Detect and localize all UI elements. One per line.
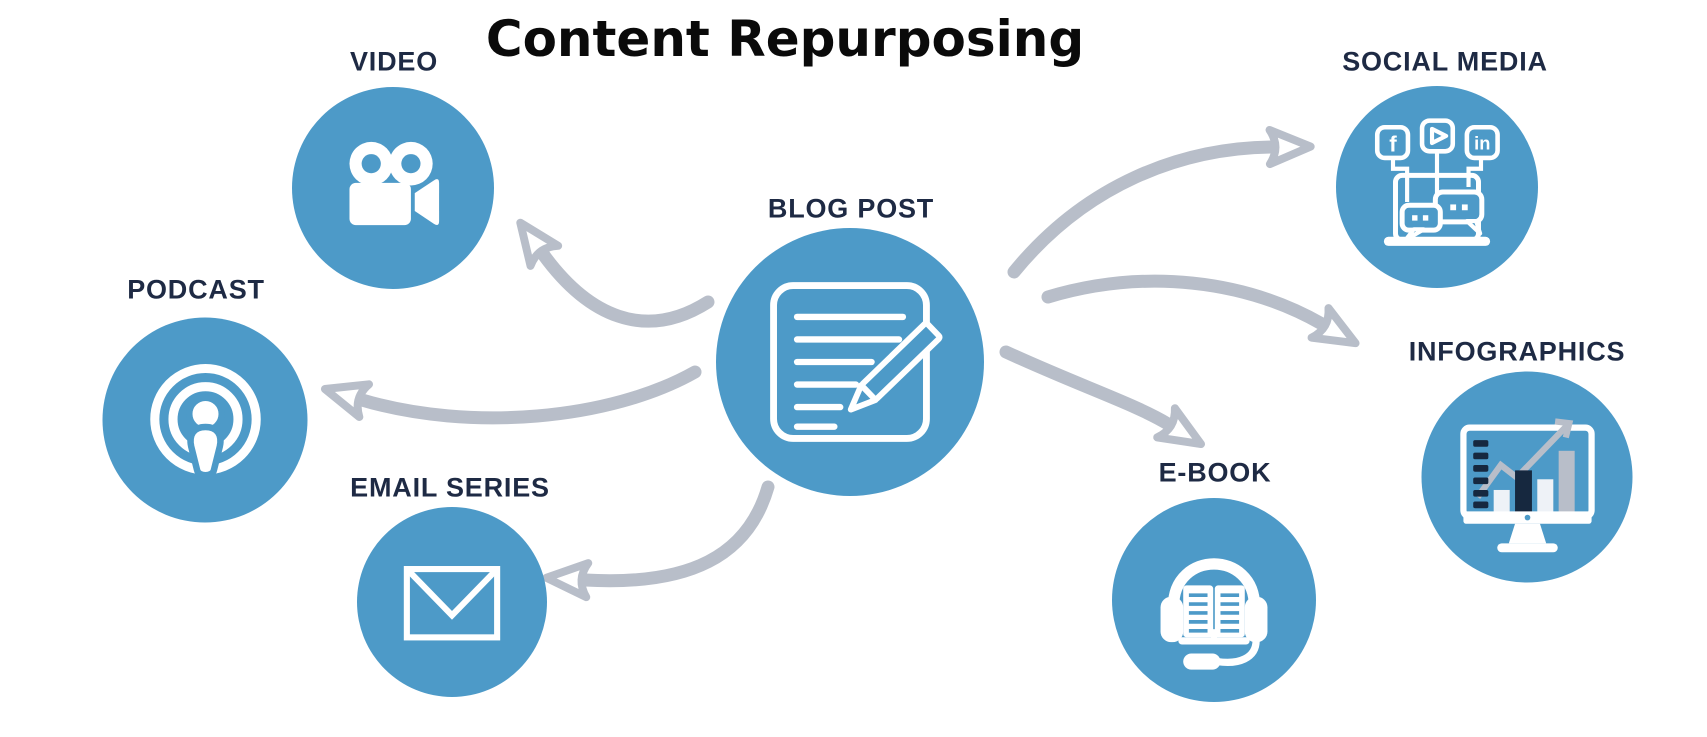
label-video: VIDEO [349, 46, 439, 77]
label-email-series: EMAIL SERIES [350, 472, 550, 503]
blog-document-pencil-icon [770, 282, 943, 442]
arrow-blog-to-e-book [999, 345, 1206, 449]
analytics-monitor-icon [1459, 417, 1595, 552]
node-blog-post-circle [716, 228, 984, 496]
node-video-circle [292, 87, 494, 289]
play-glyph-icon [1429, 126, 1449, 146]
facebook-badge-icon [1374, 124, 1411, 161]
social-media-laptop-icon: f in [1374, 118, 1500, 246]
label-infographics: INFOGRAPHICS [1408, 336, 1626, 367]
label-e-book: E-BOOK [1158, 457, 1272, 488]
label-social-media: SOCIAL MEDIA [1342, 46, 1548, 77]
video-play-badge-icon [1419, 118, 1456, 154]
page-title: Content Repurposing [485, 10, 1085, 68]
trend-line [1474, 421, 1571, 499]
label-podcast: PODCAST [127, 274, 265, 305]
arrow-blog-to-video [516, 218, 715, 328]
node-email-series-circle [357, 507, 547, 697]
book-text-lines [1188, 593, 1240, 633]
list-dashes [1472, 439, 1488, 508]
trend-arrowhead-icon [1554, 417, 1573, 438]
node-social-media-circle: f in [1336, 86, 1538, 288]
arrow-blog-to-email-series [542, 480, 775, 602]
arrow-blog-to-podcast [320, 365, 702, 425]
arrow-blog-to-social-media [1007, 125, 1315, 279]
facebook-glyph: f [1389, 131, 1397, 156]
arrow-blog-to-infographics [1041, 274, 1360, 348]
node-infographics-circle [1421, 371, 1633, 583]
audiobook-headphones-icon [1160, 558, 1268, 670]
envelope-icon [403, 566, 501, 641]
label-blog-post: BLOG POST [767, 193, 935, 224]
linkedin-badge-icon [1464, 124, 1500, 161]
linkedin-glyph: in [1474, 133, 1490, 154]
node-e-book-circle [1112, 498, 1316, 702]
podcast-icon [149, 363, 261, 478]
video-camera-icon [349, 141, 440, 226]
node-podcast-circle [102, 317, 308, 523]
